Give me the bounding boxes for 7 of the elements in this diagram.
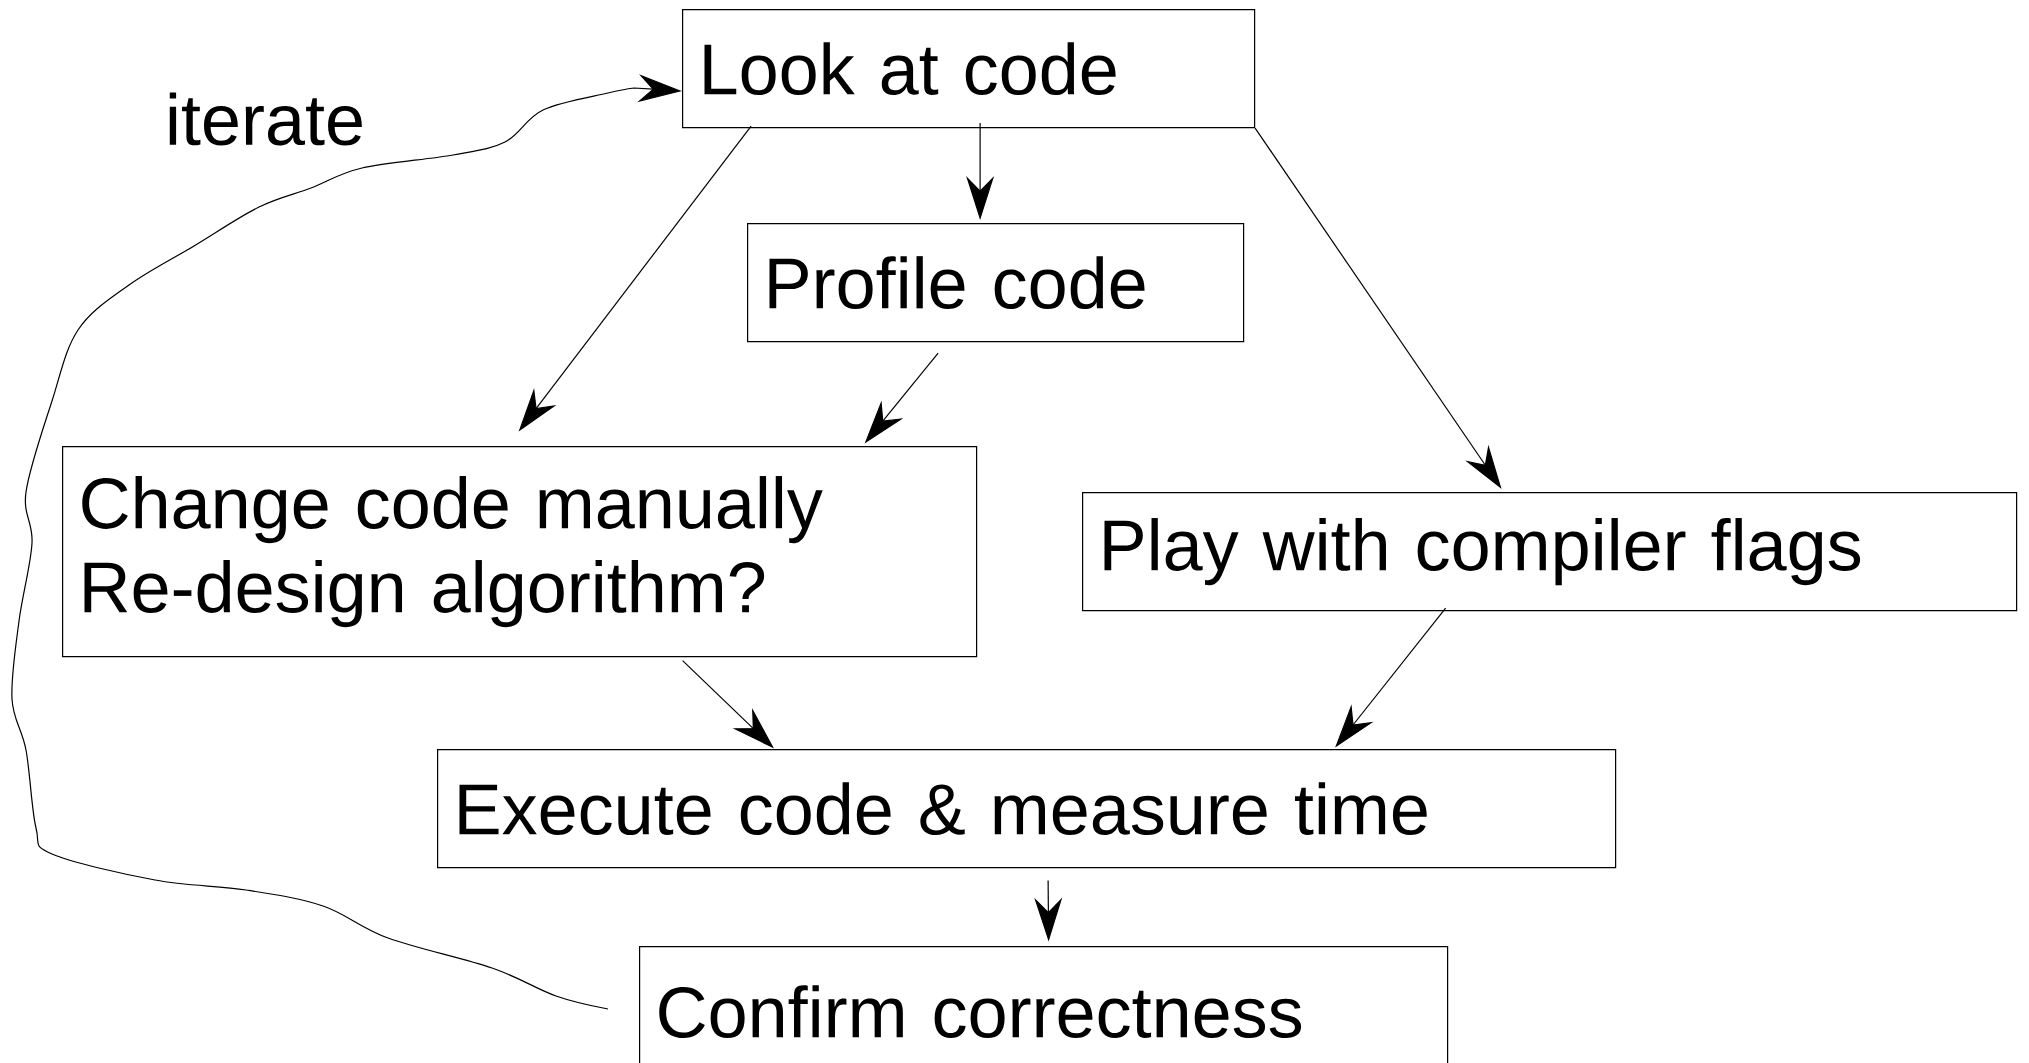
loop-label: iterate xyxy=(169,92,362,146)
process-box: Execute code & measure time xyxy=(437,749,1617,869)
process-box: Profile code xyxy=(747,223,1245,343)
process-box: Change code manually Re-design algorithm? xyxy=(62,446,978,658)
process-box: Look at code xyxy=(682,9,1256,129)
process-box: Confirm correctness xyxy=(639,946,1449,1063)
process-box: Play with compiler flags xyxy=(1082,492,2018,612)
